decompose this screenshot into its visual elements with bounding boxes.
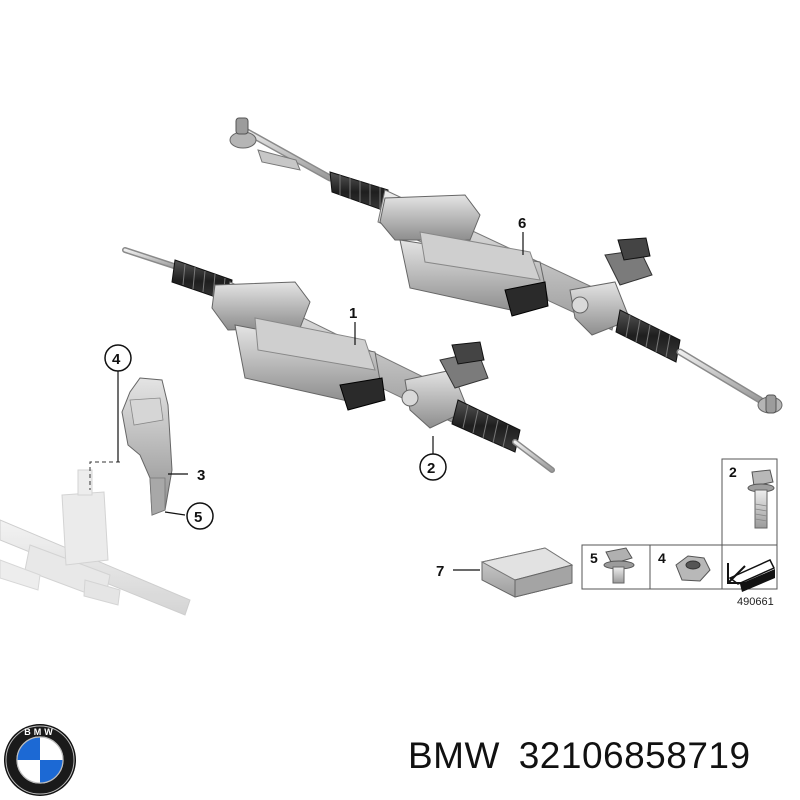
callout-4-circle: 4	[104, 344, 132, 372]
part-number: 32106858719	[518, 735, 751, 776]
dashed-leader	[89, 461, 120, 490]
callout-3: 3	[197, 467, 205, 484]
legend-nut-label: 4	[658, 550, 666, 566]
logo-text: BMW	[24, 727, 56, 737]
legend-bolt-2: 2	[721, 458, 778, 546]
part-7-box	[480, 547, 574, 598]
callout-7: 7	[436, 563, 444, 580]
ghost-rack-context	[0, 469, 191, 616]
callout-6: 6	[518, 215, 526, 232]
heat-shield	[121, 377, 173, 516]
legend-bolt5-label: 5	[590, 550, 598, 566]
callout-2: 2	[427, 460, 435, 477]
part-caption: BMW 32106858719	[408, 735, 793, 795]
leader-line-5	[164, 511, 186, 516]
callout-2-circle: 2	[419, 453, 447, 481]
callout-5: 5	[194, 509, 202, 526]
steering-rack-upper	[229, 117, 783, 414]
callout-4: 4	[112, 351, 121, 368]
callout-5-circle: 5	[186, 502, 214, 530]
legend-bolt-label: 2	[729, 464, 737, 480]
reference-number: 490661	[737, 596, 774, 608]
legend-bottom-row: 5 4	[581, 544, 778, 592]
bmw-logo: BMW	[4, 724, 76, 796]
steering-rack-lower	[122, 247, 555, 473]
arrow-bracket-icon	[727, 559, 776, 592]
callout-1: 1	[349, 305, 357, 322]
brand-name: BMW	[408, 735, 500, 776]
